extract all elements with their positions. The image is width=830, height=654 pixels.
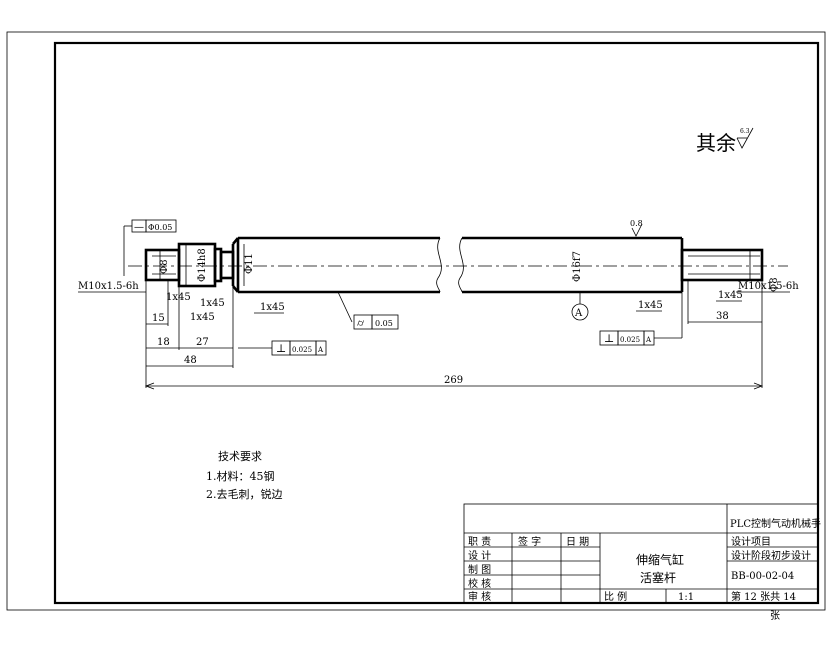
tolerance-frame-top bbox=[123, 219, 177, 276]
tb-design-label: 设计项目 bbox=[731, 535, 771, 548]
tb-row-design: 设 计 bbox=[468, 549, 491, 562]
dim-38: 38 bbox=[716, 311, 729, 322]
dim-48: 48 bbox=[184, 355, 197, 366]
title-block bbox=[463, 503, 819, 604]
tolerance-frame-perp-left bbox=[238, 340, 327, 356]
tol-perp-right-value: 0.025 bbox=[620, 336, 640, 344]
dim-line-total bbox=[144, 382, 764, 390]
tb-sheet-info: 第 12 张共 14 bbox=[731, 590, 796, 603]
chamfer-label-4: 1x45 bbox=[260, 302, 285, 313]
roughness-top-value: 0.8 bbox=[630, 219, 643, 228]
chamfer-label-3: 1x45 bbox=[190, 312, 215, 323]
tb-col-sign: 签 字 bbox=[518, 535, 541, 548]
tol-perp-right-datum: A bbox=[645, 336, 652, 344]
roughness-mark-top bbox=[631, 223, 643, 237]
tb-part-name-2: 活塞杆 bbox=[640, 570, 676, 585]
dim-27: 27 bbox=[196, 337, 209, 348]
tb-part-name-1: 伸缩气缸 bbox=[636, 552, 684, 567]
tb-sheet-unit: 张 bbox=[770, 610, 780, 622]
notes-item-2: 2.去毛刺，锐边 bbox=[206, 487, 283, 501]
tb-col-date: 日 期 bbox=[566, 536, 589, 548]
tol-top-symbol: — bbox=[134, 222, 144, 233]
tb-scale-value: 1:1 bbox=[678, 592, 694, 603]
dia-shoulder: Φ14h8 bbox=[197, 248, 208, 282]
roughness-symbol bbox=[736, 127, 754, 149]
notes-title: 技术要求 bbox=[218, 450, 262, 463]
chamfer-label-5: 1x45 bbox=[638, 300, 663, 311]
tb-row-duties: 职 责 bbox=[468, 535, 491, 548]
inner-border bbox=[53, 41, 820, 605]
tol-perp-left-value: 0.025 bbox=[292, 346, 312, 354]
chamfer-label-6: 1x45 bbox=[718, 290, 743, 301]
tb-row-drawing: 制 图 bbox=[468, 563, 491, 576]
finish-note: 其余 bbox=[696, 131, 736, 155]
outer-border bbox=[6, 31, 826, 611]
shaft-shoulder bbox=[177, 237, 239, 293]
thread-left-label: M10x1.5-6h bbox=[78, 281, 139, 292]
chamfer-label-2: 1x45 bbox=[200, 298, 225, 309]
dia-main-body: Φ16f7 bbox=[572, 251, 583, 282]
notes-item-1: 1.材料：45钢 bbox=[206, 469, 275, 483]
finish-value: 6.3 bbox=[740, 128, 750, 135]
tolerance-frame-cyl bbox=[337, 291, 399, 330]
tb-scale-label: 比 例 bbox=[604, 590, 627, 603]
tb-drawing-no: BB-00-02-04 bbox=[731, 571, 794, 582]
chamfer-label-1: 1x45 bbox=[166, 292, 191, 303]
dia-right-thread: Φ8 bbox=[769, 277, 780, 292]
dim-18: 18 bbox=[157, 337, 170, 348]
shaft-right-thread bbox=[680, 248, 764, 282]
thread-right-label: M10x1.5-6h bbox=[738, 281, 799, 292]
datum-marker bbox=[571, 292, 589, 321]
tol-perp-left-datum: A bbox=[317, 346, 324, 354]
datum-label: A bbox=[574, 308, 583, 319]
tol-perp-right-symbol: ⊥ bbox=[604, 332, 614, 345]
tb-design-stage: 设计阶段初步设计 bbox=[731, 549, 811, 562]
dim-total: 269 bbox=[444, 375, 463, 386]
shaft-main-body bbox=[236, 236, 684, 294]
tb-project-name: PLC控制气动机械手 bbox=[730, 517, 821, 530]
dia-neck: Φ11 bbox=[244, 253, 255, 274]
extension-lines bbox=[145, 280, 763, 388]
tolerance-frame-perp-right bbox=[599, 292, 683, 346]
tol-top-value: Φ0.05 bbox=[148, 223, 172, 232]
tb-row-review: 审 核 bbox=[468, 590, 491, 603]
dim-15: 15 bbox=[152, 313, 165, 324]
tol-perp-left-symbol: ⊥ bbox=[276, 342, 286, 355]
dia-left-thread: Φ8 bbox=[159, 259, 170, 274]
tol-cyl-value: 0.05 bbox=[375, 319, 393, 328]
tb-row-check: 校 核 bbox=[468, 577, 491, 590]
tol-cyl-symbol: ⌭ bbox=[357, 318, 365, 329]
